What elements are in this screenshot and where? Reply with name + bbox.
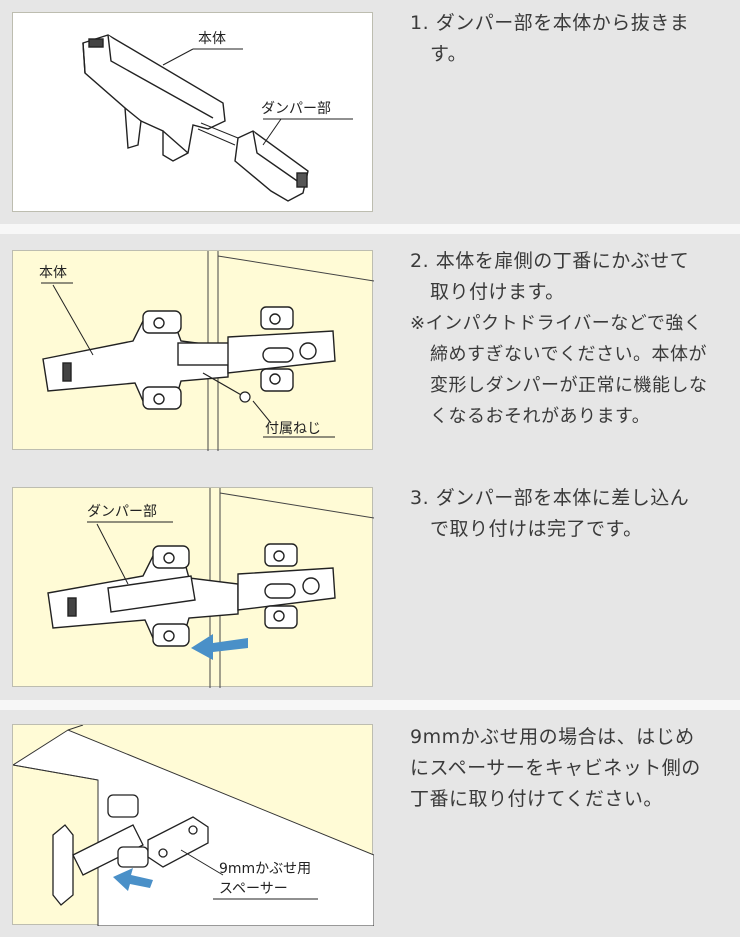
insert-arrow [191, 634, 248, 660]
step3-text: 3. ダンパー部を本体に差し込ん で取り付けは完了です。 [410, 483, 732, 545]
step1-text: 1. ダンパー部を本体から抜きま す。 [410, 8, 732, 70]
step2-illustration: 本体 付属ねじ [12, 250, 374, 451]
note-mark: ※ [410, 313, 426, 334]
step2-number: 2. [410, 250, 430, 272]
step1-number: 1. [410, 12, 430, 34]
step1-line2: す。 [430, 43, 468, 65]
spacer-line2: にスペーサーをキャビネット側の [410, 757, 701, 779]
divider [0, 224, 740, 234]
hinge-drawing [52, 794, 149, 906]
step2-note1: インパクトドライバーなどで強く [425, 313, 703, 334]
step3-number: 3. [410, 487, 430, 509]
label-damper: ダンパー部 [261, 101, 331, 117]
spacer-line3: 丁番に取り付けてください。 [410, 788, 663, 810]
spacer-text: 9mmかぶせ用の場合は、はじめ にスペーサーをキャビネット側の 丁番に取り付けて… [410, 722, 732, 815]
spacer-illustration: 9mmかぶせ用 スペーサー [12, 724, 374, 926]
insert-arrow [113, 868, 153, 891]
step1-illustration: 本体 ダンパー部 [12, 12, 373, 212]
damper-part-drawing [197, 122, 309, 202]
hinge-drawing [42, 306, 336, 410]
hinge-drawing [47, 543, 336, 647]
step2-text: 2. 本体を扉側の丁番にかぶせて 取り付けます。 ※インパクトドライバーなどで強… [410, 246, 732, 432]
spacer-drawing [147, 816, 209, 868]
screw-drawing [202, 372, 251, 403]
step2-line1: 本体を扉側の丁番にかぶせて [435, 250, 690, 272]
divider [0, 700, 740, 710]
label-damper: ダンパー部 [87, 504, 157, 520]
label-body: 本体 [39, 265, 67, 281]
label-body: 本体 [198, 31, 226, 47]
step3-line2: で取り付けは完了です。 [430, 518, 643, 540]
step2-note3: 変形しダンパーが正常に機能しな [430, 375, 708, 396]
label-spacer-1: 9mmかぶせ用 [219, 861, 311, 877]
spacer-line1: 9mmかぶせ用の場合は、はじめ [410, 726, 695, 748]
step2-note2: 締めすぎないでください。本体が [430, 344, 707, 365]
step3-line1: ダンパー部を本体に差し込ん [435, 487, 690, 509]
step3-illustration: ダンパー部 [12, 487, 374, 688]
step1-line1: ダンパー部を本体から抜きま [435, 12, 690, 34]
label-screw: 付属ねじ [265, 421, 321, 437]
step2-note4: くなるおそれがあります。 [430, 406, 651, 427]
step2-line2: 取り付けます。 [430, 281, 565, 303]
label-spacer-2: スペーサー [219, 881, 288, 897]
hinge-body-drawing [82, 34, 226, 162]
